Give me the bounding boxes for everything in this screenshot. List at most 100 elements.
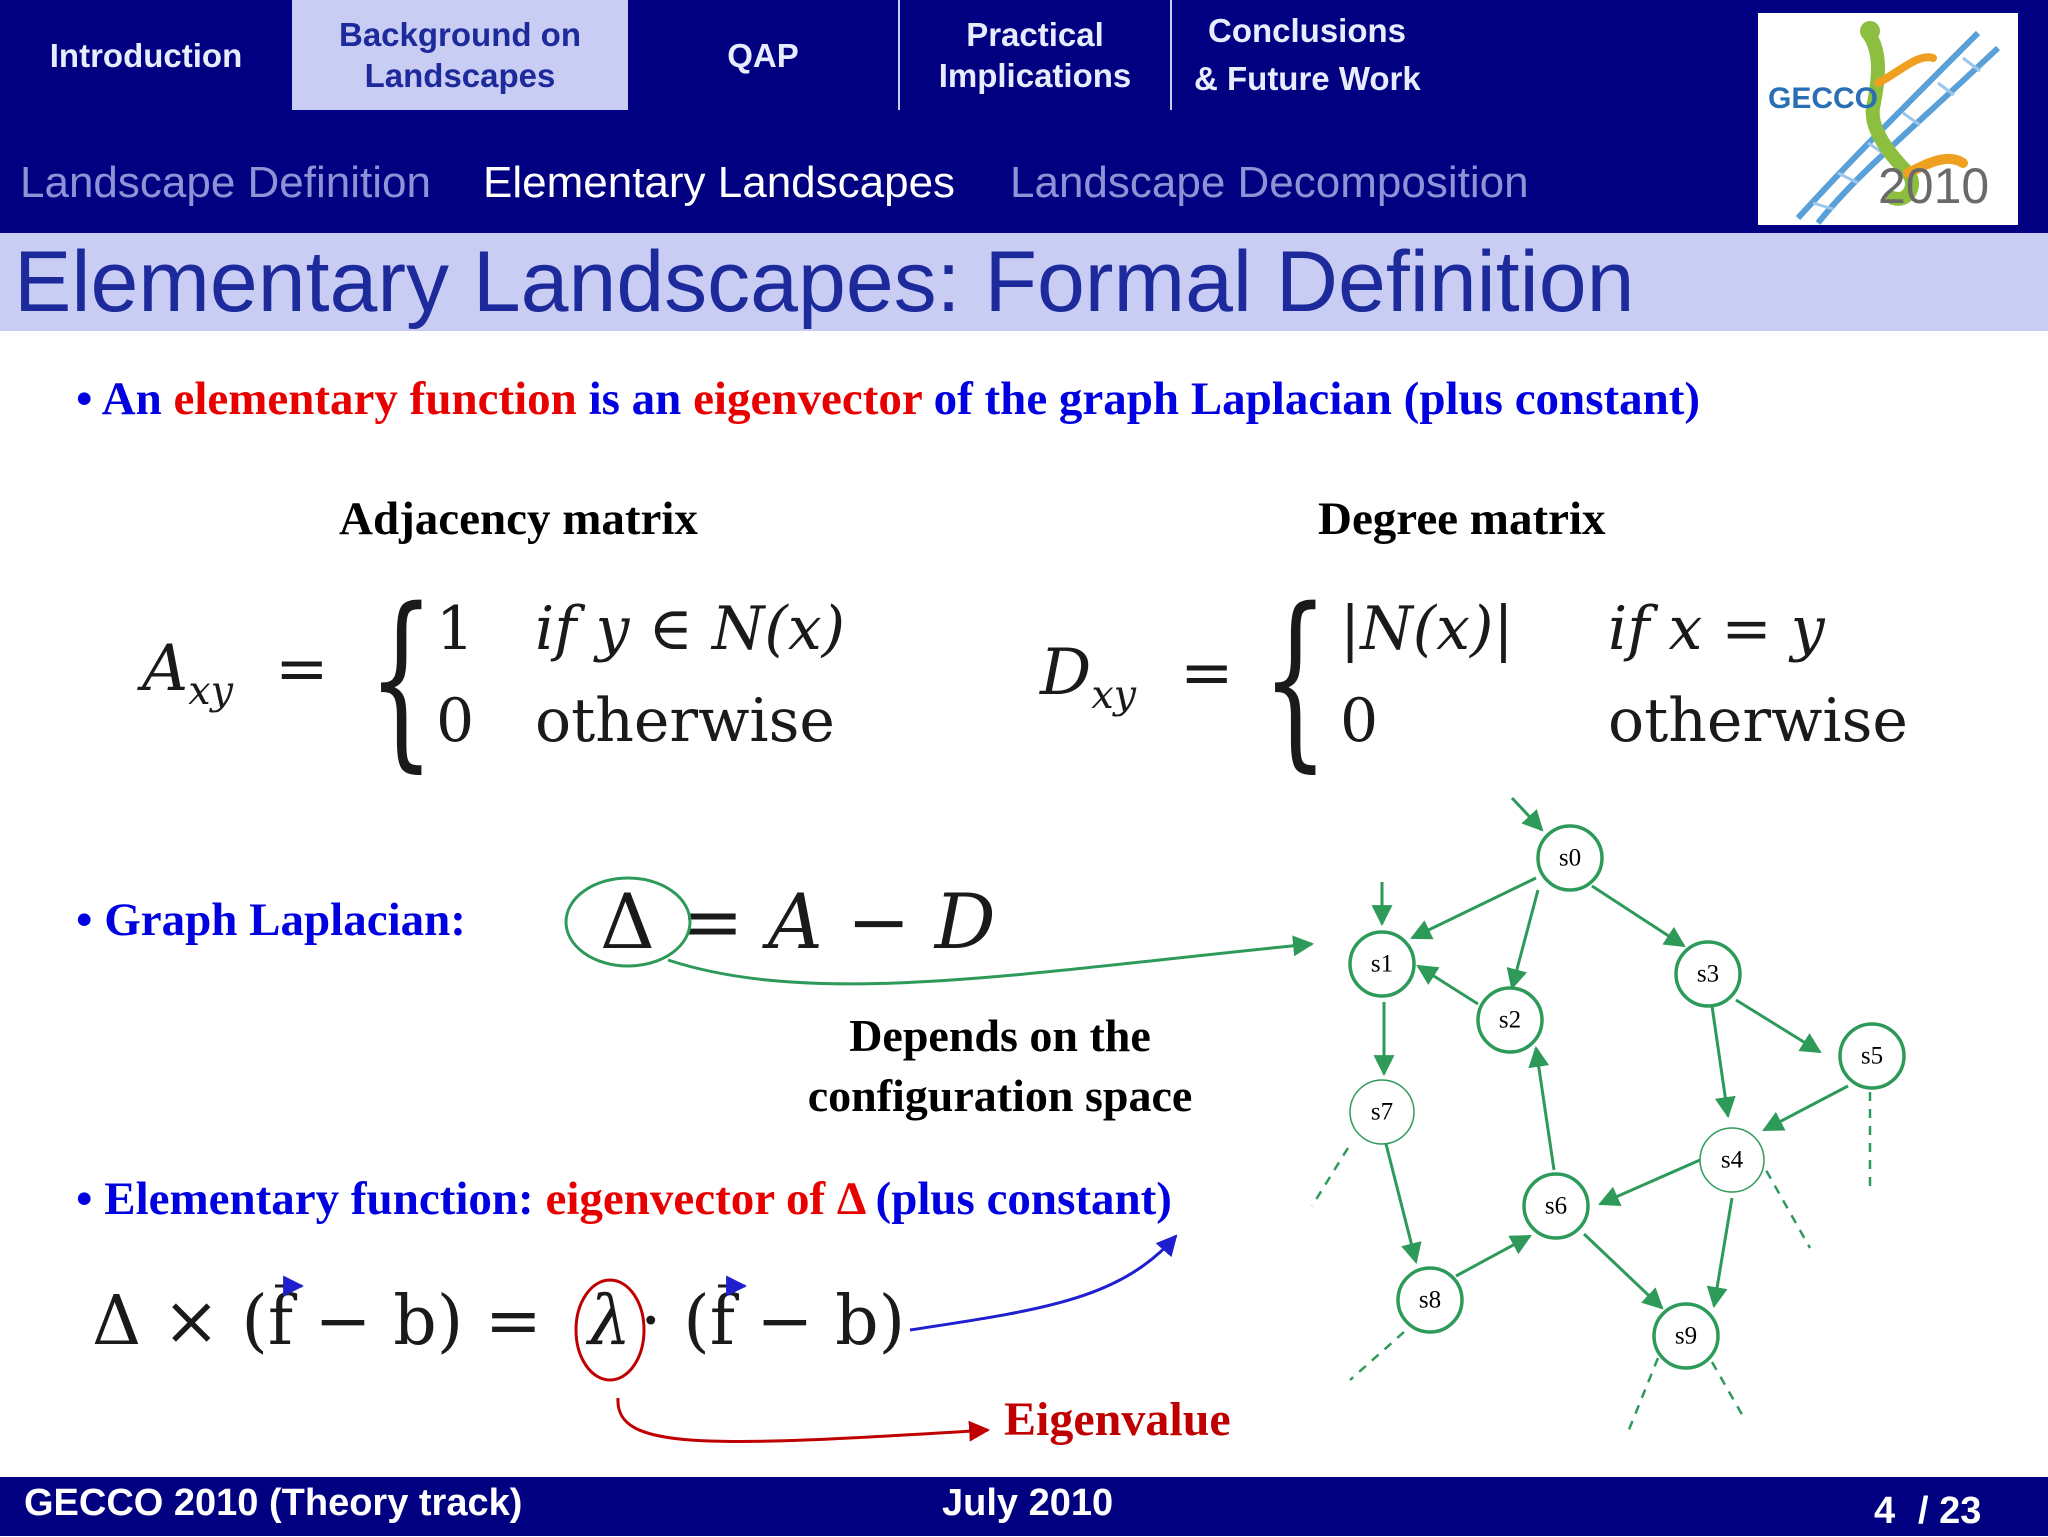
note-line: Depends on the <box>849 1010 1151 1061</box>
math-symbol: A <box>142 632 189 706</box>
eigenvalue-label: Eigenvalue <box>1004 1393 1231 1446</box>
text-segment: (plus constant) <box>863 1173 1172 1225</box>
annotation-and-graph-layer: s0 s1 s2 s3 s4 s5 s6 s7 s8 s9 <box>275 796 1906 1444</box>
bullet-graph-laplacian: • Graph Laplacian: <box>76 893 466 947</box>
text-segment: of the graph Laplacian (plus constant) <box>921 373 1701 425</box>
bullet-elementary-function-eigenvector: • Elementary function: eigenvector of Δ … <box>76 1172 1172 1226</box>
logo-text-year: 2010 <box>1878 158 1989 214</box>
graph-node-s6: s6 <box>1522 1172 1590 1240</box>
node-label: s6 <box>1545 1193 1567 1220</box>
nav-tab-introduction[interactable]: Introduction <box>0 0 292 110</box>
degree-lhs: Dxy <box>1040 636 1136 718</box>
math-subscript: xy <box>1091 671 1137 718</box>
nav-tab-practical-implications[interactable]: Practical Implications <box>900 0 1170 110</box>
degree-row1-value: |N(x)| <box>1340 594 1514 664</box>
nav-tab-label: QAP <box>727 36 799 74</box>
bullet-dot: • <box>76 1173 105 1225</box>
math-symbol: D <box>1040 636 1092 710</box>
adjacency-equals: = <box>275 632 329 706</box>
math-subscript: xy <box>188 667 234 714</box>
laplacian-delta: Δ <box>600 877 655 966</box>
graph-node-s9: s9 <box>1652 1302 1720 1370</box>
node-label: s8 <box>1419 1287 1441 1314</box>
degree-brace: { <box>1262 568 1329 789</box>
adjacency-brace: { <box>368 568 435 789</box>
graph-node-s3: s3 <box>1674 940 1742 1008</box>
nav-tab-conclusions-future-work[interactable]: Conclusions & Future Work <box>1172 0 1474 110</box>
degree-row1-condition: if x = y <box>1608 594 1825 664</box>
eigen-formula-lambda: λ <box>588 1282 632 1361</box>
adjacency-matrix-heading: Adjacency matrix <box>339 493 698 545</box>
adjacency-row1-condition: if y ∈ N(x) <box>535 594 846 664</box>
subnav-elementary-landscapes[interactable]: Elementary Landscapes <box>483 158 956 207</box>
nav-divider <box>898 0 900 110</box>
nav-tab-label-line2: & Future Work <box>1194 60 1421 97</box>
delta-highlight-circle <box>564 876 692 968</box>
text-segment: is an <box>576 373 694 425</box>
text-segment: Elementary function: <box>104 1173 546 1225</box>
laplacian-rhs: = A − D <box>680 877 996 966</box>
footer-page-total: / 23 <box>1918 1490 1982 1532</box>
node-label: s5 <box>1861 1043 1883 1070</box>
slide-title: Elementary Landscapes: Formal Definition <box>14 234 1635 330</box>
graph-node-s5: s5 <box>1838 1022 1906 1090</box>
footer-conference: GECCO 2010 (Theory track) <box>24 1482 523 1524</box>
nav-tab-label-line2: Landscapes <box>364 57 556 94</box>
text-segment: An <box>101 373 174 425</box>
logo-text-gecco: GECCO <box>1768 82 1878 115</box>
note-line: configuration space <box>807 1070 1193 1121</box>
degree-matrix-heading: Degree matrix <box>1318 493 1606 545</box>
node-label: s7 <box>1371 1099 1393 1126</box>
bullet-dot: • <box>76 373 102 425</box>
bullet-dot: • <box>76 894 105 946</box>
graph-dangling-edges <box>1310 1092 1872 1433</box>
eigen-formula-right: · (f − b) <box>640 1282 906 1361</box>
footer-date: July 2010 <box>942 1482 1114 1524</box>
degree-row2-value: 0 <box>1340 686 1379 756</box>
subnav-landscape-definition[interactable]: Landscape Definition <box>20 158 431 207</box>
configuration-space-note: Depends on the configuration space <box>760 1006 1240 1126</box>
nav-tab-label-line1: Practical <box>966 16 1104 53</box>
node-label: s2 <box>1499 1007 1521 1034</box>
adjacency-row2-value: 0 <box>436 686 475 756</box>
graph-edges <box>1371 796 1849 1310</box>
graph-node-s7: s7 <box>1349 1079 1415 1145</box>
degree-row2-condition: otherwise <box>1608 686 1908 756</box>
nav-tab-label-line1: Background on <box>338 16 581 53</box>
eigen-formula-left: Δ × (f − b) = <box>92 1282 542 1361</box>
nav-tab-label: Introduction <box>49 36 243 74</box>
subnav-landscape-decomposition[interactable]: Landscape Decomposition <box>1010 158 1529 207</box>
nav-tab-label-line1: Conclusions <box>1208 12 1407 49</box>
nav-tab-background-on-landscapes[interactable]: Background on Landscapes <box>292 0 628 110</box>
gecco-2010-logo: GECCO 2010 <box>1758 13 2018 225</box>
formula-to-eigenvector-arrow <box>909 1234 1178 1332</box>
adjacency-row1-value: 1 <box>436 594 475 664</box>
lambda-to-eigenvalue-arrow <box>616 1397 991 1444</box>
node-label: s0 <box>1559 845 1581 872</box>
laplacian-to-graph-arrow <box>667 935 1315 986</box>
text-segment-highlight: elementary function <box>173 373 577 425</box>
footer-page-number: 4 <box>1874 1490 1896 1532</box>
node-label: s1 <box>1371 951 1393 978</box>
nav-divider <box>1170 0 1172 110</box>
nav-tab-label-line2: Implications <box>938 57 1132 94</box>
degree-equals: = <box>1180 636 1234 710</box>
graph-node-s4: s4 <box>1699 1127 1765 1193</box>
lambda-highlight-circle <box>574 1278 646 1382</box>
node-label: s4 <box>1721 1147 1744 1174</box>
text-segment-highlight: eigenvector <box>693 373 922 425</box>
footer-bar <box>0 1477 2048 1536</box>
bullet-elementary-function-definition: • An elementary function is an eigenvect… <box>76 372 1700 426</box>
gecco-logo-graphic: GECCO 2010 <box>1768 21 2001 225</box>
bullet-label: Graph Laplacian: <box>104 894 466 946</box>
graph-node-s8: s8 <box>1396 1266 1464 1334</box>
nav-tab-qap[interactable]: QAP <box>628 0 898 110</box>
node-label: s9 <box>1675 1323 1697 1350</box>
text-segment-highlight: eigenvector of Δ <box>545 1173 864 1225</box>
graph-node-s2: s2 <box>1476 986 1544 1054</box>
graph-node-s1: s1 <box>1348 930 1416 998</box>
adjacency-lhs: Axy <box>142 632 233 714</box>
adjacency-row2-condition: otherwise <box>535 686 835 756</box>
node-label: s3 <box>1697 961 1719 988</box>
graph-node-s0: s0 <box>1536 824 1604 892</box>
